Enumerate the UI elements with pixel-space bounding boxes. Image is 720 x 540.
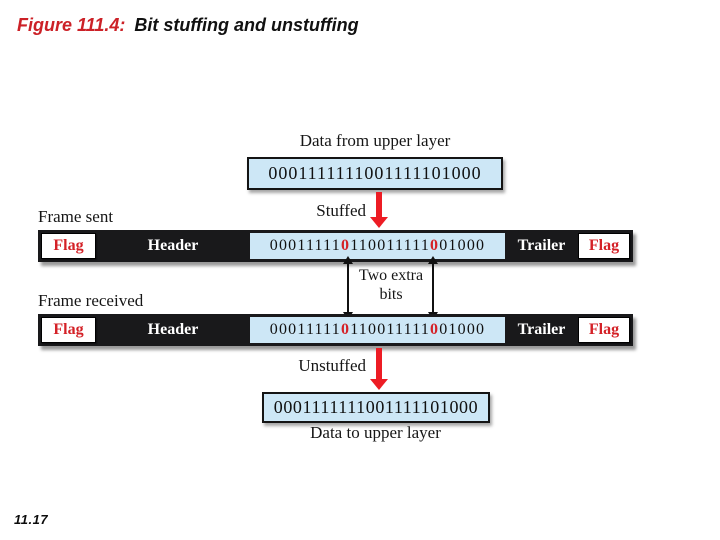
bit-segment: 00011111 [269, 321, 341, 338]
frame-sent-bar: Flag Header 000111110110011111001000 Tra… [38, 230, 633, 262]
stuffed-bits-cell: 000111110110011111001000 [250, 317, 505, 343]
arrow-shaft [376, 348, 382, 379]
figure-title: Figure 111.4: Bit stuffing and unstuffing [17, 15, 359, 36]
bit-segment: 110011111 [350, 321, 431, 338]
arrow-head [370, 217, 388, 228]
stuffed-bit: 0 [430, 321, 440, 338]
flag-cell: Flag [578, 233, 630, 259]
bit-segment: 01000 [439, 321, 486, 338]
data-from-upper-layer-label: Data from upper layer [299, 131, 451, 150]
frame-received-bar: Flag Header 000111110110011111001000 Tra… [38, 314, 633, 346]
header-cell: Header [147, 321, 199, 338]
unstuffed-label: Unstuffed [298, 356, 366, 375]
bit-segment: 00011111 [269, 237, 341, 254]
arrow-line [432, 262, 434, 314]
bit-segment: 110011111 [350, 237, 431, 254]
frame-received-label: Frame received [38, 291, 144, 310]
arrow-shaft [376, 192, 382, 217]
data-to-upper-layer-label: Data to upper layer [310, 423, 441, 442]
arrow-head-up [428, 256, 438, 264]
page-number: 11.17 [14, 512, 49, 527]
figure-caption: Bit stuffing and unstuffing [134, 15, 359, 35]
original-bits-box: 0001111111001111101000 [247, 157, 503, 190]
arrow-line [347, 262, 349, 314]
stuffed-bit: 0 [340, 321, 351, 338]
trailer-cell: Trailer [517, 237, 566, 254]
flag-cell: Flag [41, 233, 96, 259]
flag-cell: Flag [41, 317, 96, 343]
stuffed-bit: 0 [340, 237, 351, 254]
stuffed-label: Stuffed [316, 201, 366, 220]
frame-sent-label: Frame sent [38, 207, 114, 226]
stuffed-bits-cell: 000111110110011111001000 [250, 233, 505, 259]
arrow-head [370, 379, 388, 390]
header-cell: Header [147, 237, 199, 254]
trailer-cell: Trailer [517, 321, 566, 338]
unstuffed-bits-box: 0001111111001111101000 [262, 392, 490, 423]
two-extra-bits-line1: Two extra [358, 267, 424, 284]
two-extra-bits-line2: bits [379, 286, 403, 303]
arrow-head-up [343, 256, 353, 264]
flag-cell: Flag [578, 317, 630, 343]
two-extra-bits-label: Two extra bits [352, 266, 430, 304]
bit-segment: 01000 [439, 237, 486, 254]
figure-label: Figure 111.4: [17, 15, 126, 35]
stuffed-bit: 0 [430, 237, 440, 254]
